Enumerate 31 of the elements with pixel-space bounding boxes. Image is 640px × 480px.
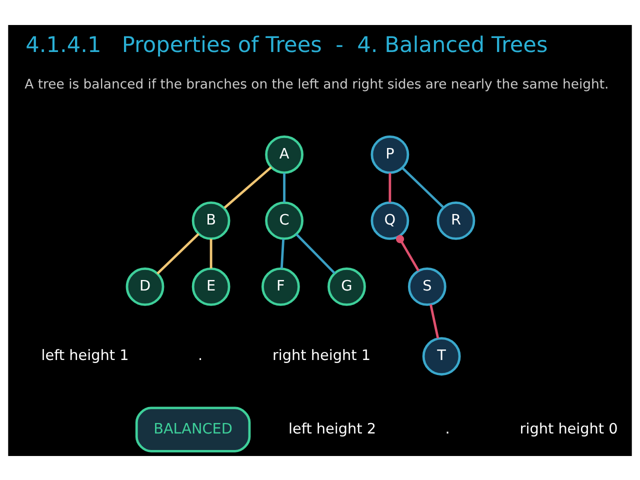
connector (210, 238, 212, 268)
connector (295, 232, 336, 274)
node-box: BALANCED (135, 406, 251, 452)
diagram-title: 4.1.4.1 Properties of Trees - 4. Balanced Trees (26, 32, 548, 58)
node-circle: D (126, 267, 164, 306)
node-circle: C (265, 200, 304, 240)
connector (388, 172, 392, 202)
label: . (198, 348, 203, 364)
node-circle: R (436, 200, 476, 240)
node-circle: A (265, 134, 304, 174)
node-circle: T (422, 336, 461, 376)
label: right height 0 (520, 420, 618, 437)
node-circle: S (408, 267, 446, 306)
node-circle: Q (370, 200, 410, 240)
connector (224, 166, 272, 208)
label: right height 1 (272, 348, 370, 364)
node-circle: E (192, 267, 230, 306)
node-circle: B (192, 200, 230, 240)
connector (156, 232, 200, 274)
connector (283, 172, 286, 202)
label: A tree is balanced if the branches on the left and right sides are nearly the same height. (24, 76, 609, 92)
node-circle: F (261, 267, 300, 306)
connector (396, 234, 420, 271)
node-circle: P (370, 134, 410, 174)
label: left height 1 (41, 348, 129, 364)
label: left height 2 (288, 420, 376, 437)
node-circle: G (328, 267, 366, 306)
connector (402, 166, 444, 208)
connector (280, 238, 285, 268)
connector (430, 304, 440, 338)
label: . (445, 420, 450, 437)
